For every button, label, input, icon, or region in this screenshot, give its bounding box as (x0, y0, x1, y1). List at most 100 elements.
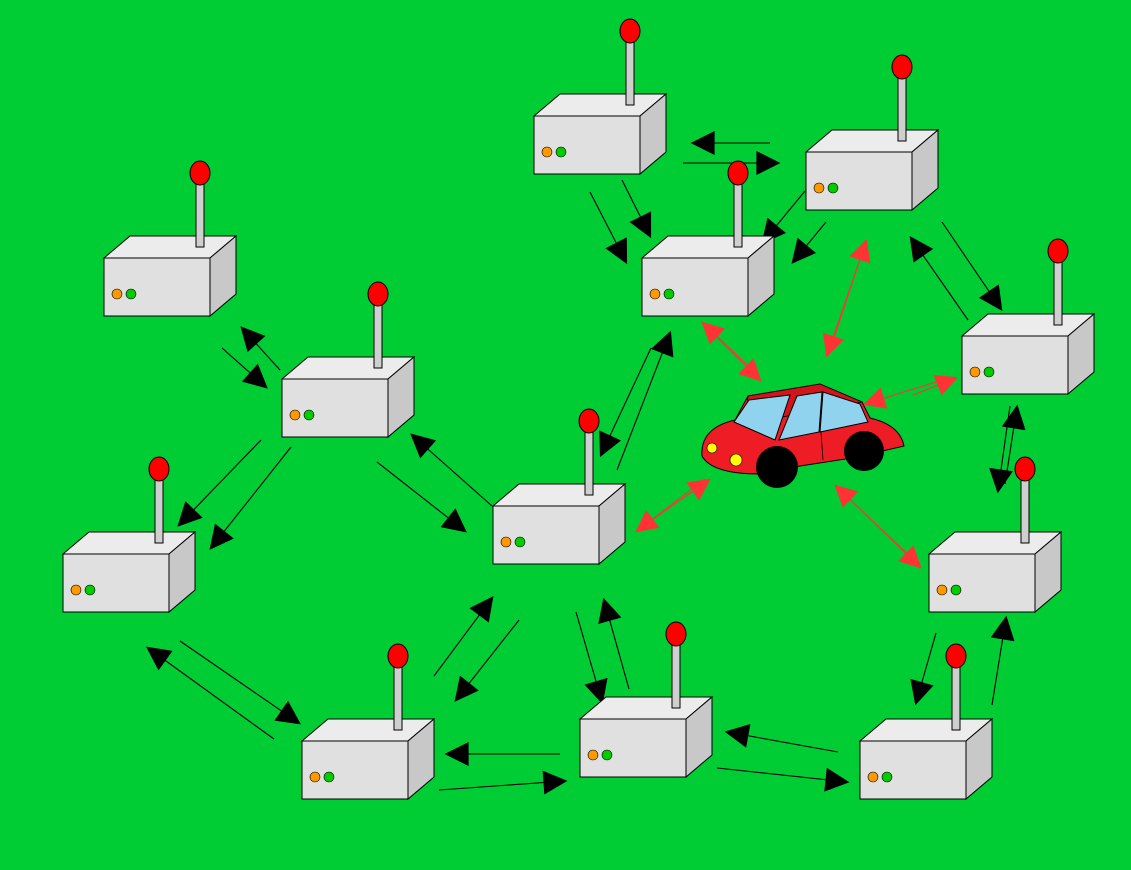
vehicle-link-arrow-6 (862, 376, 953, 409)
antenna (393, 663, 403, 731)
node-link-arrow-28 (438, 770, 568, 795)
status-led-green (827, 182, 839, 194)
car-headlight (729, 453, 743, 467)
node-link-arrow-20 (990, 615, 1015, 706)
wireless-node-6 (280, 281, 416, 439)
node-link-arrow-5 (761, 190, 806, 244)
car-rear-wheel (844, 431, 884, 471)
wireless-node-2 (804, 54, 940, 212)
node-link-arrow-23 (433, 596, 494, 677)
status-led-green (555, 146, 567, 158)
status-led-orange (111, 288, 123, 300)
node-link-arrow-18 (1001, 404, 1026, 485)
status-led-orange (936, 584, 948, 596)
antenna-tip (891, 54, 913, 80)
status-led-orange (500, 536, 512, 548)
antenna-tip (148, 456, 170, 482)
links-layer (146, 131, 1026, 795)
antenna-tip (367, 281, 389, 307)
vehicle-link-arrow-5 (912, 375, 959, 396)
node-link-arrow-14 (410, 433, 493, 507)
wireless-node-7 (491, 408, 627, 566)
node-link-arrow-21 (179, 640, 301, 725)
node-link-arrow-7 (941, 221, 1003, 311)
antenna-tip (727, 160, 749, 186)
status-led-orange (289, 409, 301, 421)
wireless-node-4 (640, 160, 776, 318)
status-led-green (881, 771, 893, 783)
node-link-arrow-25 (575, 611, 608, 705)
node-link-arrow-11 (209, 446, 292, 550)
vehicle (701, 383, 905, 488)
antenna-tip (189, 160, 211, 186)
antenna (195, 180, 205, 248)
status-led-orange (867, 771, 879, 783)
status-led-green (303, 409, 315, 421)
node-link-arrow-30 (716, 767, 850, 792)
car-rear-window (819, 391, 869, 433)
node-link-arrow-13 (376, 461, 467, 533)
car-front-wheel (756, 446, 798, 488)
node-link-arrow-9 (221, 347, 268, 389)
nodes-layer (61, 18, 1096, 801)
node-link-arrow-10 (240, 326, 281, 371)
antenna (625, 38, 635, 106)
status-led-green (950, 584, 962, 596)
car-door-line (820, 431, 824, 461)
node-link-arrow-3 (621, 179, 652, 239)
car-headlight (706, 442, 718, 454)
antenna-tip (578, 408, 600, 434)
antenna-tip (665, 621, 687, 647)
status-led-orange (649, 288, 661, 300)
node-link-arrow-24 (454, 619, 520, 702)
status-led-orange (541, 146, 553, 158)
antenna (584, 428, 594, 496)
vehicle-link-arrow-10 (834, 484, 918, 564)
status-led-green (125, 288, 137, 300)
node-link-arrow-29 (724, 724, 839, 753)
wireless-node-8 (61, 456, 197, 614)
node-link-arrow-12 (177, 439, 262, 527)
antenna (733, 180, 743, 248)
status-led-orange (70, 584, 82, 596)
status-led-green (84, 584, 96, 596)
status-led-green (983, 366, 995, 378)
node-link-arrow-15 (599, 347, 652, 458)
node-link-arrow-26 (598, 597, 630, 690)
node-link-arrow-22 (146, 646, 275, 740)
antenna-tip (619, 18, 641, 44)
antenna (951, 663, 961, 731)
wireless-node-12 (858, 643, 994, 801)
antenna (1020, 476, 1030, 544)
antenna-tip (1014, 456, 1036, 482)
node-link-arrow-6 (791, 221, 827, 264)
car-side-window (778, 391, 823, 441)
car-windshield (733, 394, 791, 441)
node-link-arrow-19 (910, 632, 937, 706)
node-link-arrow-16 (616, 330, 674, 471)
wireless-node-10 (578, 621, 714, 779)
status-led-green (663, 288, 675, 300)
node-link-arrow-4 (589, 191, 628, 265)
wireless-node-5 (960, 238, 1096, 396)
antenna (154, 476, 164, 544)
wireless-node-1 (532, 18, 668, 176)
status-led-green (601, 749, 613, 761)
antenna-tip (1047, 238, 1069, 264)
status-led-green (514, 536, 526, 548)
antenna (671, 641, 681, 709)
status-led-orange (969, 366, 981, 378)
antenna (1053, 258, 1063, 326)
status-led-orange (587, 749, 599, 761)
vehicle-link-arrow-8 (635, 478, 706, 533)
status-led-green (323, 771, 335, 783)
wireless-node-3 (102, 160, 238, 318)
vehicle-link-arrow-4 (828, 238, 871, 354)
antenna-tip (387, 643, 409, 669)
status-led-orange (309, 771, 321, 783)
antenna (897, 74, 907, 142)
wireless-node-9 (927, 456, 1063, 614)
antenna-tip (945, 643, 967, 669)
antenna (373, 301, 383, 369)
